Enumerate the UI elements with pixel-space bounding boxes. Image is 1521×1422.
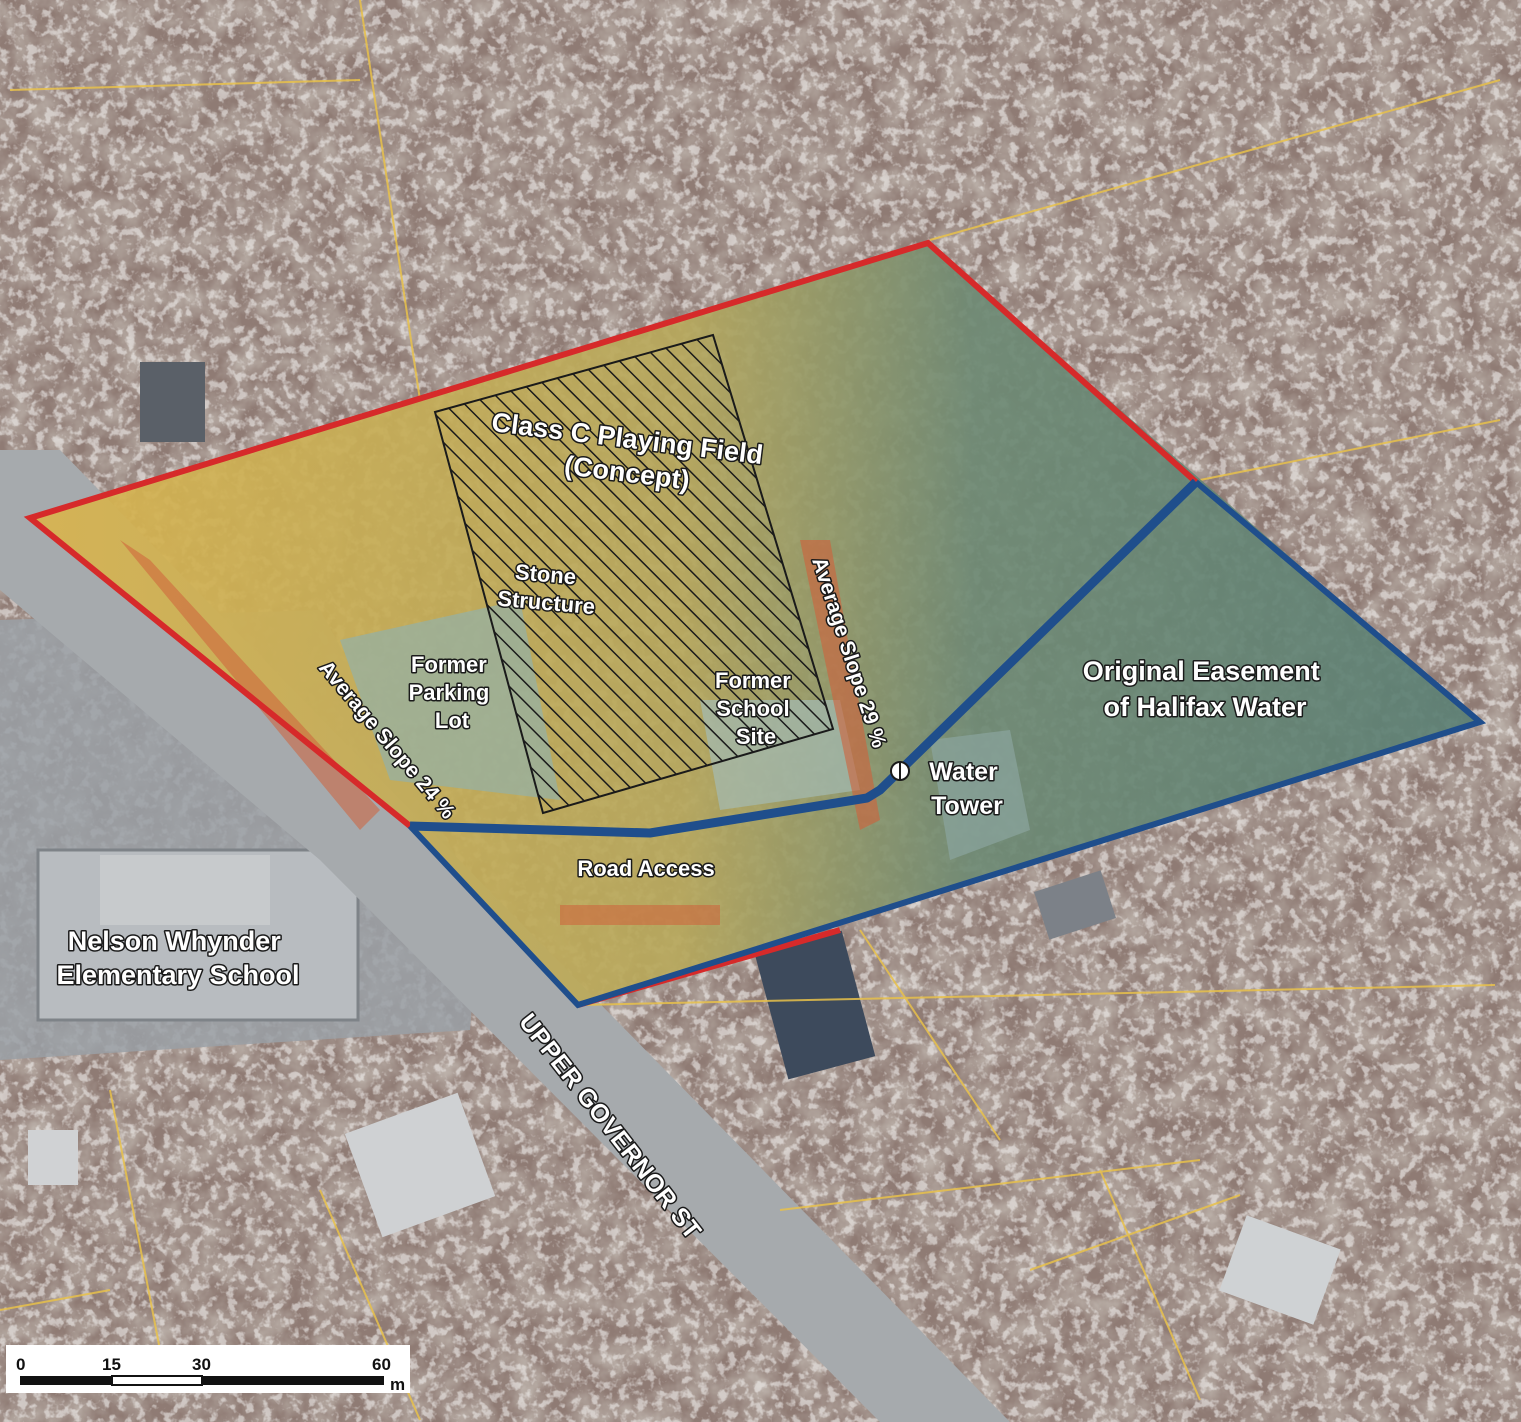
water-tower-icon <box>890 761 910 781</box>
house-left <box>140 362 205 442</box>
playing-field-concept <box>433 333 835 815</box>
label-former-school-site: Former School Site <box>715 668 797 749</box>
label-former-parking-lot: Former Parking Lot <box>409 652 496 733</box>
scale-tick-60: 60 <box>372 1355 391 1374</box>
label-water-tower: Water Tower <box>929 758 1004 820</box>
scale-tick-30: 30 <box>192 1355 211 1374</box>
scale-bar-seg-2 <box>111 1375 203 1386</box>
scale-unit: m <box>390 1375 405 1394</box>
scale-bar-seg-1 <box>20 1376 112 1385</box>
easement-boundary <box>407 479 1487 1009</box>
house-right <box>1219 1215 1341 1325</box>
house-bottom-left <box>28 1130 78 1185</box>
label-stone-structure: Stone Structure <box>496 558 598 619</box>
house-bottom-mid <box>344 1092 496 1238</box>
water-tower-area <box>930 730 1030 860</box>
label-road-access: Road Access <box>577 856 714 881</box>
steep-band-road <box>560 905 720 925</box>
label-easement: Original Easement of Halifax Water <box>1083 656 1328 722</box>
scale-tick-15: 15 <box>102 1355 121 1374</box>
steep-band-right <box>800 540 880 830</box>
easement-divider <box>409 478 1200 838</box>
scale-tick-0: 0 <box>16 1355 25 1374</box>
school-building-wing <box>100 855 270 925</box>
scale-bar: 0 15 30 60 m <box>6 1345 410 1394</box>
house-bottom-center <box>754 930 876 1080</box>
site-boundary <box>23 239 1198 829</box>
label-school: Nelson Whynder Elementary School <box>56 926 299 990</box>
steep-band-left <box>120 540 380 830</box>
house-right-top <box>1033 870 1117 940</box>
scale-bar-seg-3 <box>202 1376 384 1385</box>
